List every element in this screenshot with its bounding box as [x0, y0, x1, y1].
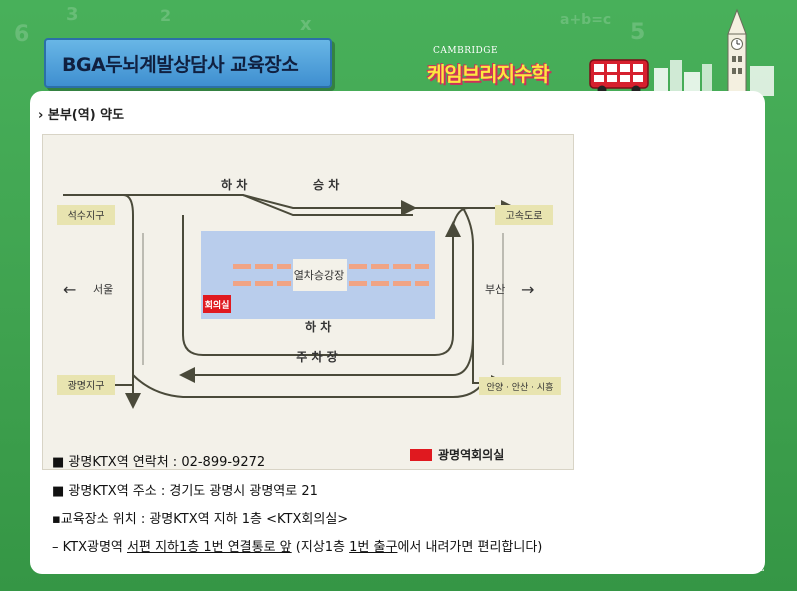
seoul-arrow: ← — [63, 280, 76, 299]
busan-label: 부산 — [485, 283, 505, 296]
map-legend: 광명역회의실 — [410, 446, 504, 463]
directions-part-a: – KTX광명역 — [52, 540, 128, 555]
directions-part-c: 에서 내려가면 편리합니다) — [397, 540, 543, 555]
support-lines — [142, 233, 504, 365]
seungcha-label: 승 차 — [313, 177, 339, 192]
station-map: 석수지구 광명지구 고속도로 안양 · 안산 · 시흥 ← 서울 부산 → 하 … — [42, 134, 574, 470]
anyang-label: 안양 · 안산 · 시흥 — [487, 381, 554, 393]
conference-label: 회의실 — [205, 299, 230, 311]
logo-main-text: 케임브리지수학 — [427, 62, 550, 86]
hacha-bottom-label: 하 차 — [305, 319, 331, 334]
info-location: ▪교육장소 위치 : 광명KTX역 지하 1층 <KTX회의실> — [52, 512, 349, 527]
gwangmyeong-label: 광명지구 — [68, 380, 105, 392]
directions-underline-2: 1번 출구 — [349, 540, 398, 555]
seoksu-label: 석수지구 — [68, 210, 105, 222]
seoul-label: 서울 — [93, 283, 113, 296]
chalk-number-decoration: a+b=c — [560, 12, 612, 28]
hacha-top-label: 하 차 — [221, 177, 247, 192]
station-map-diagram: 석수지구 광명지구 고속도로 안양 · 안산 · 시흥 ← 서울 부산 → 하 … — [57, 177, 561, 409]
city-skyline-icon — [654, 8, 774, 97]
anyang-label-box — [479, 377, 561, 395]
info-directions: – KTX광명역 서편 지하1층 1번 연결통로 앞 (지상1층 1번 출구에서… — [52, 536, 542, 555]
track-segments — [233, 264, 429, 286]
logo-cambridge-text: CAMBRIDGE — [433, 46, 499, 56]
page-title-box: BGA두뇌계발상담사 교육장소 — [44, 38, 332, 88]
chalk-number-decoration: 3 — [66, 4, 79, 25]
platform-label: 열차승강장 — [294, 269, 345, 282]
legend-label: 광명역회의실 — [438, 448, 505, 462]
info-address: ■ 광명KTX역 주소 : 경기도 광명시 광명역로 21 — [52, 484, 318, 499]
chalk-number-decoration: 6 — [14, 22, 30, 47]
route-lines — [59, 194, 517, 409]
gosok-label-box — [495, 205, 553, 225]
gwangmyeong-label-box — [57, 375, 115, 395]
gosok-label: 고속도로 — [506, 210, 543, 222]
busan-arrow: → — [521, 280, 534, 299]
section-title: › 본부(역) 약도 — [38, 108, 125, 123]
platform-gap — [293, 259, 347, 291]
directions-underline-1: 서편 지하1층 1번 연결통로 앞 — [127, 540, 292, 555]
chalk-number-decoration: 2 — [160, 6, 172, 25]
info-phone: ■ 광명KTX역 연락처 : 02-899-9272 — [52, 455, 266, 470]
page-title: BGA두뇌계발상담사 교육장소 — [62, 53, 299, 76]
chalk-number-decoration: 5 — [630, 20, 646, 45]
brand-logo: CAMBRIDGE 케임브리지수학 — [425, 42, 585, 92]
seoksu-label-box — [57, 205, 115, 225]
footer-brand: CAMBRIDGE — [693, 563, 765, 574]
legend-swatch — [410, 448, 432, 461]
directions-part-b: (지상1층 — [291, 540, 350, 555]
conference-room-marker — [203, 295, 231, 313]
bus-icon — [589, 59, 649, 95]
parking-label: 주 차 장 — [296, 349, 337, 364]
chalk-number-decoration: x — [300, 14, 312, 35]
